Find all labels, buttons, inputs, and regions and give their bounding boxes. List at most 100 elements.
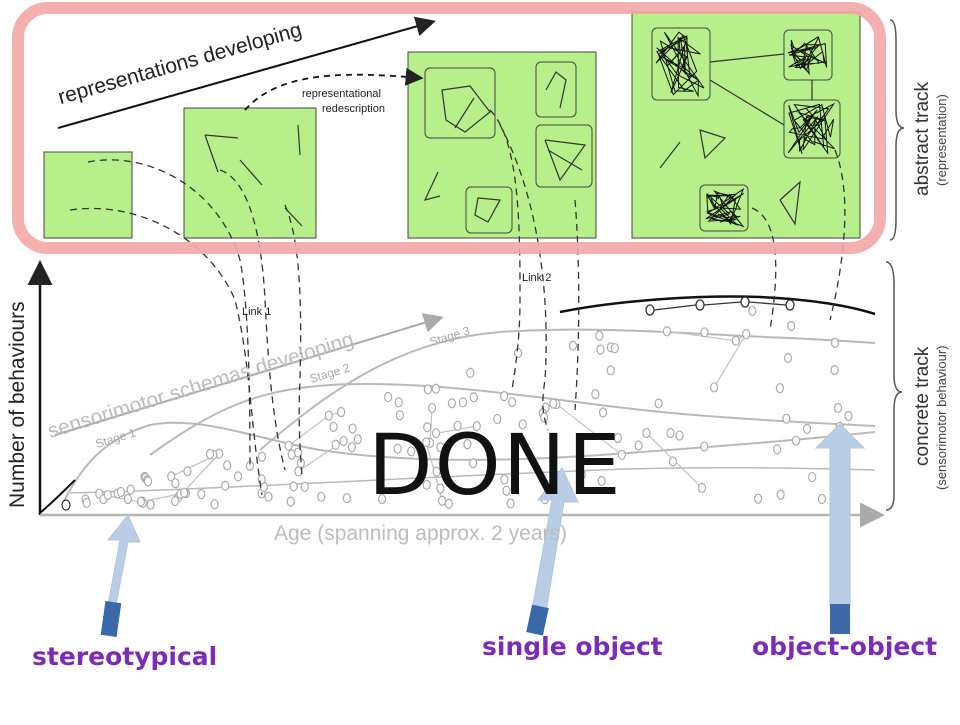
network-node [394, 397, 403, 408]
scribble-clusters [655, 31, 836, 228]
network-node [634, 440, 643, 451]
network-node [264, 491, 273, 502]
network-node [472, 421, 481, 432]
network-node [436, 442, 445, 453]
network-node [287, 449, 296, 460]
network-node [830, 337, 840, 348]
network-node [136, 496, 146, 507]
network-node [700, 441, 709, 452]
network-node [422, 479, 431, 490]
network-node [377, 493, 387, 505]
link2-label: Link 2 [522, 272, 552, 284]
network-node [499, 391, 509, 402]
axes [27, 260, 885, 528]
network-edge [713, 333, 747, 388]
network-edge [141, 493, 181, 503]
network-node [146, 499, 155, 510]
network-node [830, 364, 839, 376]
pointer-arrows [100, 423, 866, 637]
network-node [502, 485, 511, 496]
network-edge [555, 403, 623, 456]
network-node [500, 474, 509, 485]
abstract-brace [889, 19, 905, 241]
network-node [348, 423, 357, 434]
cluster-box [535, 61, 577, 118]
network-node [466, 367, 475, 378]
network-node [613, 432, 623, 444]
redescription-arrow [244, 67, 424, 111]
network-node [170, 495, 180, 507]
cluster-box [424, 67, 496, 139]
network-node [700, 327, 709, 338]
network-node [508, 396, 517, 408]
network-node [337, 406, 346, 418]
abstract-highlight [12, 2, 886, 254]
cluster-box [465, 186, 513, 234]
representations-arrow [57, 16, 436, 129]
network-node [577, 469, 586, 480]
network-node [116, 486, 125, 498]
cluster-box [699, 184, 749, 232]
redescription-label-2: redescription [322, 103, 385, 115]
network-node [773, 444, 782, 455]
cluster-box [535, 124, 593, 188]
network-node [844, 410, 853, 422]
network-node [317, 491, 326, 502]
network-node [257, 451, 267, 462]
network-node [458, 397, 468, 408]
network-node [423, 422, 432, 433]
network-node [654, 398, 663, 409]
network-node [339, 435, 348, 447]
network-node [782, 413, 791, 424]
network-node [431, 428, 441, 439]
behaviour-upper-curve [559, 295, 876, 316]
concrete-network [61, 328, 876, 506]
network-node [180, 487, 189, 498]
network-node [82, 497, 91, 508]
network-node [205, 448, 215, 460]
network-node [427, 402, 437, 414]
network-node [353, 434, 362, 445]
network-node [709, 382, 719, 393]
panel-3 [407, 51, 597, 239]
network-node [675, 430, 684, 441]
network-node [617, 449, 626, 460]
network-node [668, 456, 678, 467]
network-node [666, 427, 675, 439]
network-node [432, 466, 441, 477]
network-node [833, 402, 843, 413]
network-node [549, 398, 558, 409]
network-node [393, 443, 402, 454]
network-node [596, 344, 605, 355]
network-node [748, 305, 757, 316]
network-node [233, 471, 243, 482]
cluster-box [651, 27, 711, 101]
network-node [518, 419, 527, 430]
network-node [395, 410, 404, 421]
network-node [595, 330, 604, 341]
network-node [444, 498, 453, 509]
network-node [808, 471, 817, 483]
network-node [540, 412, 549, 423]
network-edge [288, 415, 330, 447]
network-node [223, 460, 232, 471]
network-node [610, 343, 619, 354]
cluster-box [783, 29, 833, 81]
network-node [436, 483, 445, 494]
network-node [183, 466, 192, 477]
network-node [257, 474, 266, 485]
network-node [331, 439, 340, 450]
network-node [742, 329, 751, 340]
panel-2 [183, 107, 317, 239]
network-node [123, 493, 132, 505]
network-node [347, 442, 357, 453]
network-node [662, 326, 672, 337]
caption-object-object: object-object [752, 632, 938, 661]
network-node [783, 352, 793, 363]
network-node [422, 437, 431, 448]
concrete-track-title: concrete track [912, 346, 933, 466]
network-node [513, 347, 523, 359]
network-node [775, 383, 784, 394]
